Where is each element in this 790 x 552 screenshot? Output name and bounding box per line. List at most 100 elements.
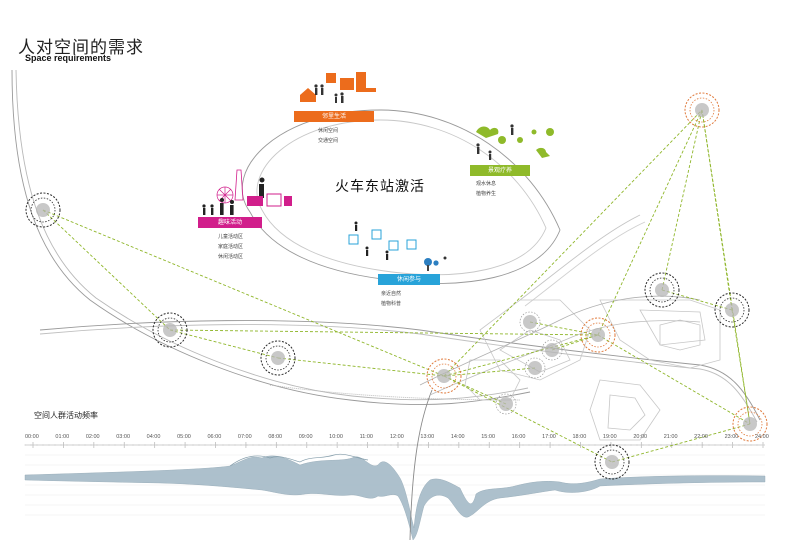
activity-node (684, 92, 720, 128)
icons-fun (202, 169, 292, 215)
node-inner-ring (30, 197, 56, 223)
node-core (545, 343, 559, 357)
ferris-wheel-icon (216, 186, 234, 204)
node-inner-ring (599, 449, 625, 475)
node-outer-ring (580, 317, 616, 353)
sub-item: 儿童活动区 (218, 234, 244, 240)
node-outer-ring (260, 340, 296, 376)
hour-label: 21:00 (663, 434, 678, 440)
page-subtitle: Space requirements (25, 53, 112, 63)
node-core (695, 103, 709, 117)
activity-node (260, 340, 296, 376)
track-south-line (269, 384, 521, 401)
node-core (523, 315, 537, 329)
node-core (499, 397, 513, 411)
activity-node (426, 358, 462, 394)
hour-label: 10:00 (329, 434, 343, 440)
district-block-5 (589, 379, 661, 441)
activity-link (551, 334, 599, 351)
page-title: 人对空间的需求 (18, 38, 144, 58)
track-main-horizontal-2 (39, 324, 758, 423)
activity-node (714, 292, 750, 328)
node-ring (495, 393, 517, 415)
activity-link (731, 309, 751, 425)
activity-wave-highlight (229, 453, 369, 467)
activity-link (443, 109, 703, 377)
activity-link (443, 375, 613, 463)
hour-label: 16:00 (511, 434, 526, 440)
bird-icon (476, 126, 550, 158)
sub-landscape: 观水休息 植物养生 (476, 179, 496, 199)
house-icon (300, 88, 316, 102)
node-inner-ring (157, 317, 183, 343)
node-core (437, 369, 451, 383)
icons-neighborhood (300, 72, 376, 103)
district-river-2 (429, 320, 701, 396)
node-inner-ring (431, 363, 457, 389)
activity-node (732, 406, 768, 442)
node-ring (519, 311, 541, 333)
hour-label: 00:00 (25, 434, 39, 440)
activity-link (42, 209, 445, 377)
activity-node (495, 393, 517, 415)
node-core (591, 328, 605, 342)
node-outer-ring (152, 312, 188, 348)
hour-label: 23:00 (724, 434, 739, 440)
factory-icon (326, 72, 376, 92)
node-outer-ring (25, 192, 61, 228)
hour-label: 09:00 (298, 434, 313, 440)
hour-label: 22:00 (694, 434, 708, 440)
station-district (419, 295, 721, 441)
sub-item: 观水休息 (476, 181, 497, 187)
tree-icon (424, 256, 447, 271)
center-title: 火车东站激活 (335, 179, 425, 195)
activity-link (701, 109, 751, 425)
track-branch-east-2 (524, 221, 646, 307)
icons-leisure (348, 221, 447, 271)
hour-label: 01:00 (55, 434, 70, 440)
track-west-curve-2 (15, 69, 529, 401)
hour-label: 11:00 (359, 434, 373, 440)
hour-label: 20:00 (633, 434, 648, 440)
district-block-3 (599, 299, 721, 369)
hour-label: 12:00 (390, 434, 404, 440)
node-core (605, 455, 619, 469)
activity-link (443, 334, 599, 377)
people-icon (476, 124, 514, 160)
node-inner-ring (719, 297, 745, 323)
hour-tick-marks (24, 442, 764, 448)
people-icon (314, 84, 324, 95)
node-core (725, 303, 739, 317)
hour-label: 03:00 (116, 434, 131, 440)
frequency-title: 空间人群活动频率 (34, 411, 98, 420)
hour-label: 06:00 (207, 434, 222, 440)
node-inner-ring (585, 322, 611, 348)
district-block-4 (639, 309, 706, 346)
track-south-vertical (409, 389, 433, 541)
activity-link (443, 367, 536, 377)
activity-link (597, 109, 703, 336)
track-main-horizontal (39, 320, 761, 421)
sub-item: 亲近自然 (381, 291, 402, 297)
activity-link (169, 329, 279, 359)
activity-link (443, 375, 507, 405)
activity-link (597, 334, 751, 425)
district-block-1 (479, 299, 591, 381)
family-icon (334, 92, 344, 103)
node-outer-ring (644, 272, 680, 308)
node-outer-ring (684, 92, 720, 128)
tag-neighborhood: 邻里生活 (294, 111, 374, 122)
node-core (743, 417, 757, 431)
node-outer-ring (714, 292, 750, 328)
node-inner-ring (689, 97, 715, 123)
icons-landscape (476, 124, 554, 160)
activity-link (277, 357, 445, 377)
activity-node (580, 317, 616, 353)
tower-icon (234, 169, 244, 201)
node-inner-ring (265, 345, 291, 371)
node-ring (524, 357, 546, 379)
sub-item: 休闲活动区 (218, 254, 244, 260)
activity-node (152, 312, 188, 348)
